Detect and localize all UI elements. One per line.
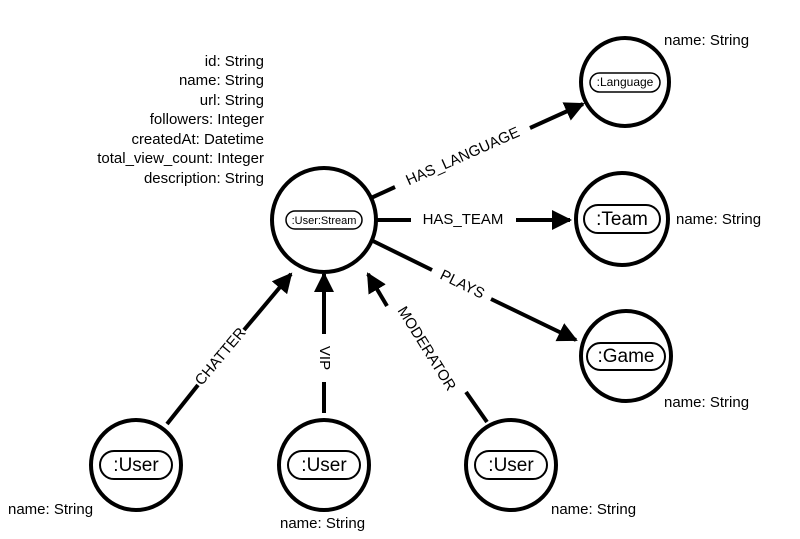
node-stream-property: name: String bbox=[179, 72, 264, 89]
node-stream-property: url: String bbox=[200, 92, 264, 109]
node-user-moderator-property: name: String bbox=[551, 501, 636, 518]
node-user-chatter-property: name: String bbox=[8, 501, 93, 518]
node-user-vip-property: name: String bbox=[280, 515, 365, 532]
node-stream-property: id: String bbox=[205, 53, 264, 70]
node-language-label: :Language bbox=[597, 75, 654, 89]
node-user-moderator: :User name: String bbox=[464, 418, 636, 518]
edge-moderator-a bbox=[464, 390, 489, 424]
node-stream-label: :User:Stream bbox=[292, 215, 357, 227]
node-language-property: name: String bbox=[664, 32, 749, 49]
node-user-moderator-label-pill bbox=[474, 450, 548, 480]
node-game: :Game name: String bbox=[579, 309, 749, 411]
edge-chatter-a bbox=[165, 383, 200, 426]
node-user-chatter-label-pill bbox=[99, 450, 173, 480]
node-stream-property: total_view_count: Integer bbox=[97, 150, 264, 167]
edge-label-has-language: HAS_LANGUAGE bbox=[403, 124, 522, 189]
node-user-vip-label: :User bbox=[301, 455, 347, 476]
node-user-chatter: :User name: String bbox=[8, 418, 183, 518]
node-game-label-pill bbox=[586, 342, 666, 371]
node-team-label-pill bbox=[583, 204, 661, 234]
node-stream-property: createdAt: Datetime bbox=[131, 131, 264, 148]
edges bbox=[165, 102, 585, 426]
node-team-property: name: String bbox=[676, 211, 761, 228]
node-language-label-pill bbox=[589, 72, 661, 93]
node-stream-label-pill bbox=[285, 210, 363, 230]
edge-label-vip: VIP bbox=[316, 346, 333, 370]
node-stream: :User:Stream bbox=[270, 166, 378, 274]
node-team: :Team name: String bbox=[574, 171, 761, 267]
node-game-label: :Game bbox=[597, 346, 654, 367]
node-user-moderator-label: :User bbox=[488, 455, 534, 476]
edge-plays-b bbox=[490, 297, 578, 342]
edge-label-has-team: HAS_TEAM bbox=[423, 211, 504, 228]
edge-plays-a bbox=[372, 239, 433, 272]
node-stream-properties: id: String name: String url: String foll… bbox=[97, 53, 264, 187]
edge-chatter-b bbox=[242, 272, 293, 332]
node-game-property: name: String bbox=[664, 394, 749, 411]
node-stream-property: followers: Integer bbox=[150, 111, 264, 128]
node-stream-property: description: String bbox=[144, 170, 264, 187]
node-language: :Language name: String bbox=[579, 32, 749, 128]
node-user-chatter-label: :User bbox=[113, 455, 159, 476]
edge-label-plays: PLAYS bbox=[437, 267, 487, 303]
edge-has-language-a bbox=[370, 185, 396, 200]
edge-label-moderator: MODERATOR bbox=[394, 303, 459, 394]
edge-has-language-b bbox=[529, 102, 585, 130]
node-team-label: :Team bbox=[596, 209, 648, 230]
edge-moderator-b bbox=[366, 272, 389, 308]
edge-label-chatter: CHATTER bbox=[192, 324, 250, 388]
node-user-vip-label-pill bbox=[287, 450, 361, 480]
node-user-vip: :User name: String bbox=[277, 418, 371, 532]
